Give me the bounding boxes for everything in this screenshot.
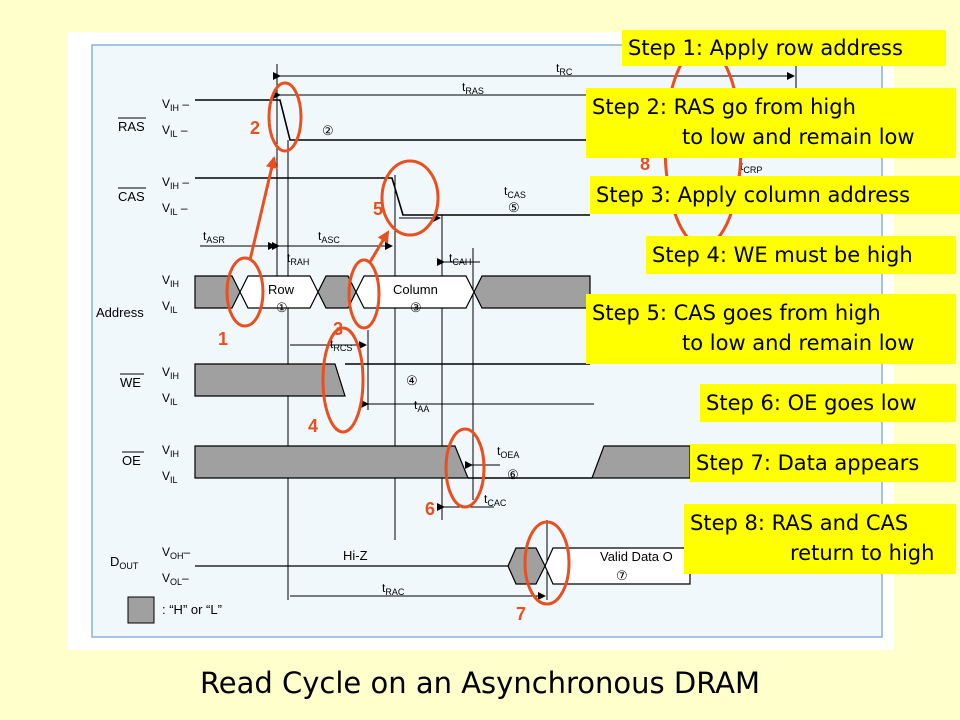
svg-text:tAA: tAA [414, 398, 429, 414]
svg-text:VIH: VIH [162, 365, 179, 381]
step-4-callout: Step 4: WE must be high [646, 236, 956, 274]
timing-arrows [200, 72, 795, 600]
svg-text:VIL: VIL [162, 391, 178, 407]
highlight-1 [225, 256, 265, 328]
marker-2: 2 [250, 118, 260, 138]
legend-text: : “H” or “L” [162, 602, 222, 617]
step-2-callout: Step 2: RAS go from high to low and rema… [586, 88, 956, 158]
step-4-text: Step 4: WE must be high [652, 243, 913, 267]
svg-text:tOEA: tOEA [497, 444, 519, 460]
step-6-callout: Step 6: OE goes low [700, 384, 956, 422]
svg-text:tCAH: tCAH [449, 251, 471, 267]
marker-7: 7 [516, 604, 526, 624]
svg-text:tASR: tASR [203, 229, 225, 245]
svg-text:tRC: tRC [556, 61, 573, 77]
step-7-callout: Step 7: Data appears [690, 444, 956, 482]
highlight-arrows [248, 156, 390, 263]
step-7-text: Step 7: Data appears [696, 451, 920, 475]
timing-labels: tRC tRAS tCRP tCAS tASR tRAH tASC tCAH t… [203, 61, 762, 597]
step-8-line2: return to high [790, 541, 935, 565]
svg-text:tRAC: tRAC [382, 581, 405, 597]
step-2-line1: Step 2: RAS go from high [592, 95, 856, 119]
highlight-5 [380, 159, 440, 237]
cas-waveform [195, 177, 590, 216]
svg-text:tCAS: tCAS [504, 184, 526, 200]
column-block: Column [393, 282, 438, 297]
we-state: ④ [406, 373, 418, 388]
marker-8: 8 [640, 154, 650, 174]
address-label: Address [96, 305, 144, 320]
step-1-text: Step 1: Apply row address [628, 36, 903, 60]
svg-text:tASC: tASC [318, 229, 340, 245]
marker-1: 1 [218, 329, 228, 349]
step-6-text: Step 6: OE goes low [706, 391, 917, 415]
row-index: ① [276, 300, 288, 315]
highlight-2 [267, 81, 303, 153]
highlight-3 [347, 258, 381, 330]
svg-text:VIH: VIH [162, 443, 179, 459]
highlight-4 [321, 326, 365, 434]
highlight-7 [523, 520, 571, 606]
legend-swatch [127, 596, 155, 624]
slide-title: Read Cycle on an Asynchronous DRAM [199, 666, 761, 700]
marker-3: 3 [333, 319, 343, 339]
svg-text:VIH –: VIH – [162, 175, 189, 191]
step-2-line2: to low and remain low [682, 125, 915, 149]
marker-4: 4 [308, 416, 318, 436]
svg-text:VIL –: VIL – [162, 201, 188, 217]
valid-data-label: Valid Data O [600, 549, 673, 564]
step-8-line1: Step 8: RAS and CAS [690, 511, 909, 535]
step-1-callout: Step 1: Apply row address [622, 30, 946, 66]
svg-text:tRCS: tRCS [330, 337, 352, 353]
svg-text:VIL –: VIL – [162, 123, 188, 139]
cas-state: ⑤ [508, 200, 520, 215]
level-labels: VIH – VIL – VIH – VIL – VIH VIL VIH VIL … [162, 97, 191, 587]
svg-text:VOH–: VOH– [162, 545, 191, 561]
row-block: Row [268, 282, 295, 297]
step-3-text: Step 3: Apply column address [596, 183, 911, 207]
ras-state: ② [322, 123, 334, 138]
we-label: WE [120, 375, 141, 390]
highlight-6 [444, 427, 486, 509]
step-5-callout: Step 5: CAS goes from high to low and re… [586, 294, 956, 364]
step-5-line2: to low and remain low [682, 331, 915, 355]
step-8-callout: Step 8: RAS and CAS return to high [684, 504, 956, 574]
step-5-line1: Step 5: CAS goes from high [592, 301, 881, 325]
oe-state: ⑥ [507, 467, 519, 482]
ras-waveform [195, 99, 590, 141]
oe-label: OE [122, 453, 141, 468]
svg-text:tCAC: tCAC [484, 492, 507, 508]
svg-text:VIH: VIH [162, 273, 179, 289]
marker-5: 5 [373, 199, 383, 219]
oe-waveform [194, 445, 691, 479]
svg-text:VOL–: VOL– [162, 571, 189, 587]
hiz-label: Hi-Z [343, 548, 368, 563]
address-bus [194, 275, 591, 309]
column-index: ③ [410, 300, 422, 315]
svg-text:tCRP: tCRP [740, 159, 762, 175]
valid-data-index: ⑦ [616, 568, 628, 583]
dout-label: DOUT [110, 554, 139, 571]
step-3-callout: Step 3: Apply column address [590, 176, 960, 214]
ras-label: RAS [118, 119, 145, 134]
svg-text:tRAS: tRAS [462, 80, 484, 96]
we-waveform [194, 363, 590, 397]
svg-text:VIL: VIL [162, 299, 178, 315]
svg-text:VIH –: VIH – [162, 97, 189, 113]
marker-6: 6 [425, 499, 435, 519]
cas-label: CAS [118, 189, 145, 204]
svg-text:tRAH: tRAH [287, 251, 309, 267]
svg-text:VIL: VIL [162, 469, 178, 485]
